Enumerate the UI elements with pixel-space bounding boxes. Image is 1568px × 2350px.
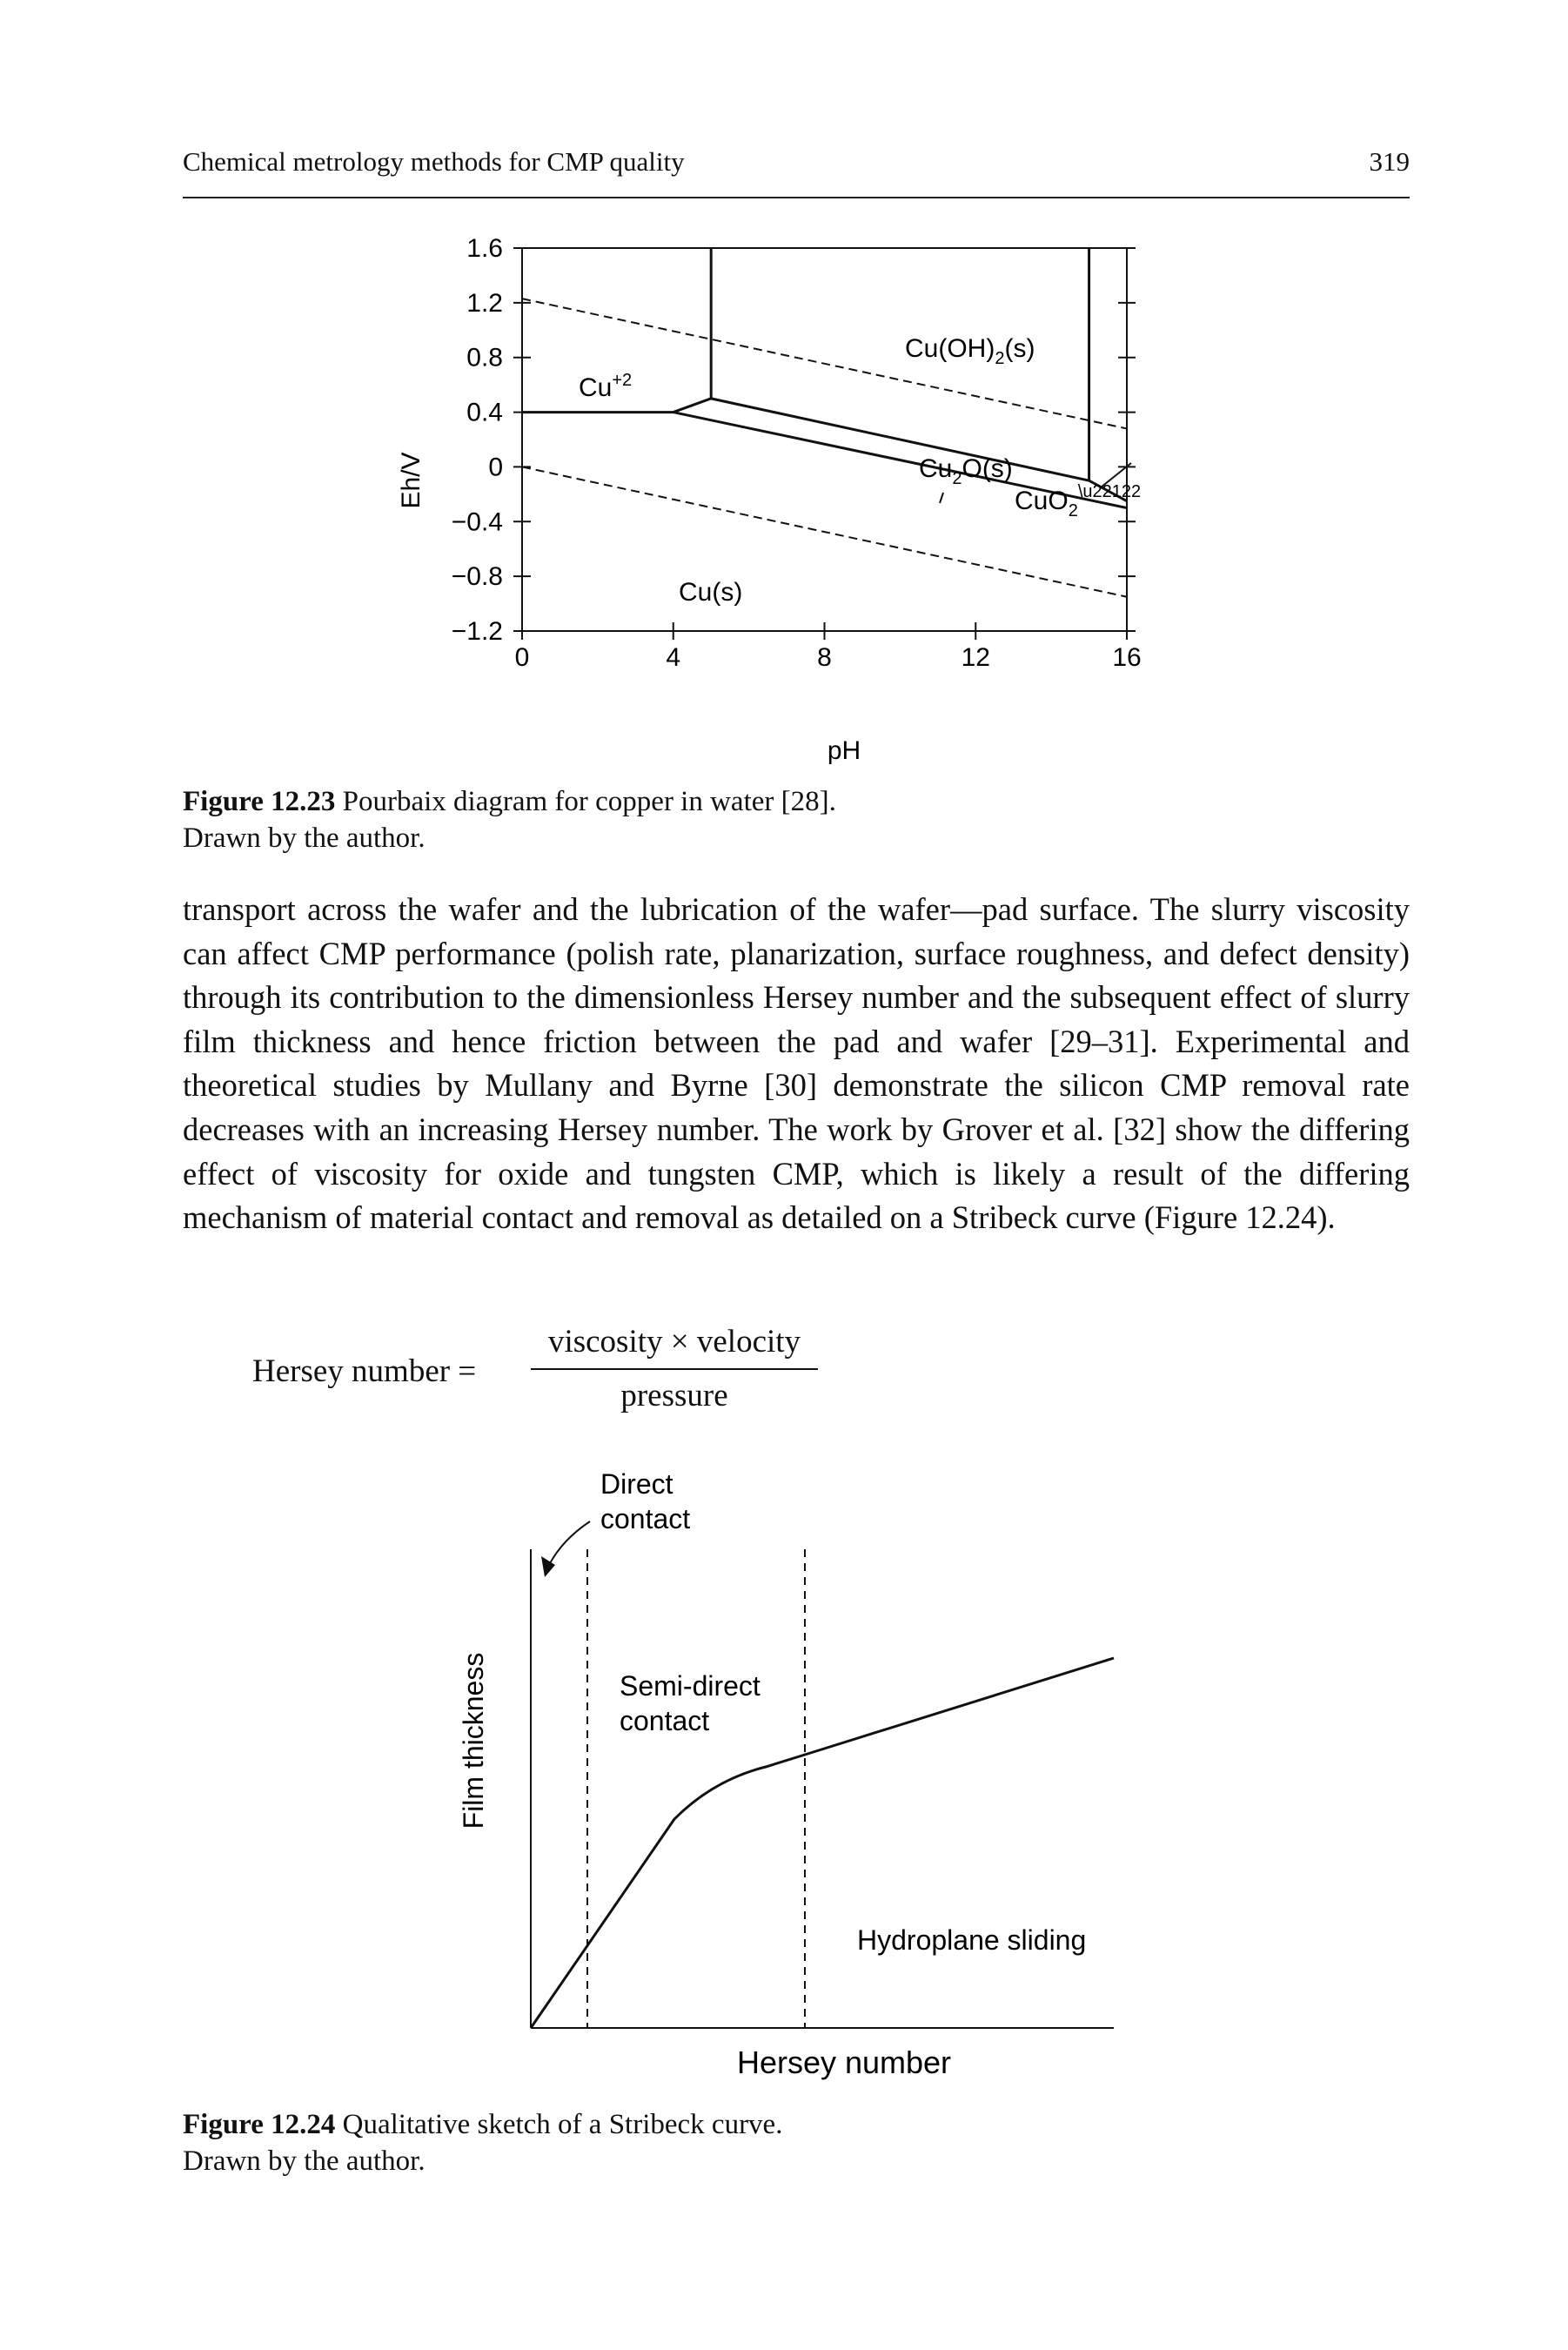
x-axis-label: pH (828, 736, 861, 765)
y-tick-labels: 1.6 1.2 0.8 0.4 0 −0.4 −0.8 −1.2 (452, 234, 1136, 646)
y-tick-label: 1.6 (466, 234, 503, 263)
pourbaix-lines (521, 248, 1128, 598)
x-tick-label: 8 (817, 643, 832, 672)
label-hydroplane: Hydroplane sliding (857, 1924, 1086, 1956)
caption-credit: Drawn by the author. (183, 2145, 426, 2177)
label-direct-line1: Direct (600, 1468, 673, 1500)
arrow-head (541, 1556, 555, 1577)
x-tick-label: 0 (515, 643, 530, 672)
x-tick-labels: 0 4 8 12 16 (515, 622, 1142, 672)
body-paragraph: transport across the wafer and the lubri… (183, 888, 1410, 1240)
page-number: 319 (1369, 146, 1411, 177)
label-semi-direct-line1: Semi-direct (620, 1670, 761, 1702)
equation-numerator: viscosity × velocity (547, 1324, 801, 1360)
label-direct-line2: contact (600, 1503, 690, 1534)
figure-caption: Figure 12.24 Qualitative sketch of a Str… (183, 2106, 1401, 2179)
running-title: Chemical metrology methods for CMP quali… (183, 146, 685, 177)
header-rule (183, 197, 1410, 198)
direct-contact-arrow (547, 1521, 591, 1568)
y-tick-label: 1.2 (466, 289, 503, 318)
region-label-cu2o: Cu2O(s) (919, 454, 1013, 488)
equation-denominator: pressure (620, 1378, 728, 1413)
annotation-arrow (1100, 462, 1132, 488)
caption-label: Figure 12.23 (183, 786, 336, 817)
caption-label: Figure 12.24 (183, 2109, 336, 2140)
stribeck-line (529, 1656, 1115, 2029)
x-tick-label: 16 (1112, 643, 1141, 672)
plot-frame (521, 247, 1128, 632)
y-tick-label: 0.4 (466, 399, 503, 427)
x-axis-label: Hersey number (737, 2044, 951, 2080)
y-tick-label: −0.4 (452, 507, 503, 536)
y-tick-label: −1.2 (452, 617, 503, 646)
y-axis-label: Eh/V (397, 452, 426, 508)
hersey-equation: Hersey number = viscosity × velocity pre… (252, 1323, 861, 1436)
boundary-line-1 (521, 298, 1128, 430)
boundary-line-2 (521, 466, 1128, 598)
stribeck-curve: Film thickness Hersey number Direct cont… (458, 1468, 1115, 2080)
caption-text: Qualitative sketch of a Stribeck curve. (342, 2109, 783, 2140)
x-tick-label: 12 (962, 643, 990, 672)
y-axis-label: Film thickness (458, 1653, 489, 1830)
annotation-arrow (939, 492, 944, 504)
region-label-cu: Cu(s) (679, 578, 742, 607)
y-tick-label: 0 (488, 453, 503, 481)
y-tick-label: 0.8 (466, 344, 503, 373)
figure-caption: Figure 12.23 Pourbaix diagram for copper… (183, 783, 1401, 856)
boundary-line-4 (673, 397, 1128, 503)
y-tick-label: −0.8 (452, 562, 503, 591)
caption-credit: Drawn by the author. (183, 822, 426, 854)
region-label-cuoh2: Cu(OH)2(s) (905, 334, 1035, 368)
region-label-cuo2: CuO2\u22122 (1015, 482, 1141, 520)
label-semi-direct-line2: contact (620, 1705, 709, 1736)
paragraph-text: transport across the wafer and the lubri… (183, 891, 1410, 1236)
fraction-bar (531, 1368, 818, 1370)
caption-text: Pourbaix diagram for copper in water [28… (342, 786, 836, 817)
pourbaix-diagram: 1.6 1.2 0.8 0.4 0 −0.4 −0.8 −1.2 0 4 8 12 16 Eh/V p… (397, 234, 1142, 765)
equation-lhs: Hersey number = (252, 1353, 477, 1389)
x-tick-label: 4 (666, 643, 680, 672)
region-label-cu2: Cu+2 (579, 371, 632, 402)
page-header: Chemical metrology methods for CMP quali… (183, 146, 1410, 195)
